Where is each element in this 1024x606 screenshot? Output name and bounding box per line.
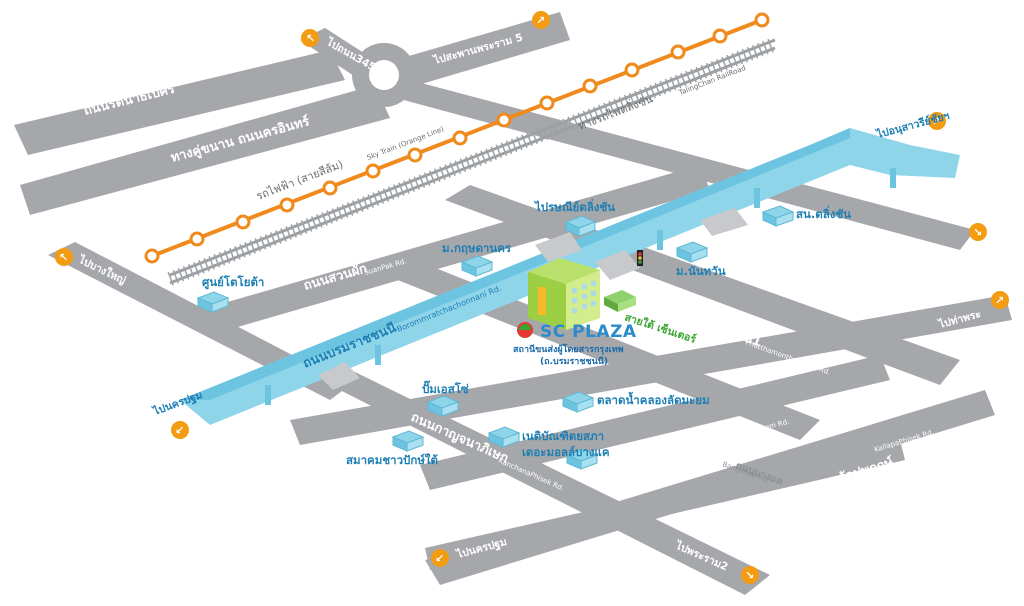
sky-train-label: รถไฟฟ้า (สายสีส้ม) [254,158,345,203]
svg-text:↗: ↗ [932,115,941,128]
label-post-office: ไปรษณีย์ตลิ่งชัน [533,198,615,214]
landmark-boxes [196,205,795,470]
road-name-ratchaphruek-en: Ratchaphruek Rd. [829,270,891,299]
svg-text:↙: ↙ [175,424,184,437]
road-to-rama5 [395,12,570,88]
traffic-light-icon [637,250,643,266]
direction-to-nakhonpathom-left: ↙ ไปนครปฐม [151,388,205,439]
brand-subtitle-2: (ถ.บรมราชชนนี) [540,356,608,367]
svg-text:↘: ↘ [973,226,982,239]
road-rattanathibet [14,50,345,155]
landmark-labels: ไปรษณีย์ตลิ่งชัน สน.ตลิ่งชัน ม.กฤษดานคร … [202,198,851,467]
svg-text:↗: ↗ [995,294,1004,307]
label-south-assoc: สมาคมชาวปักษ์ใต้ [346,453,438,467]
label-ptt: ปั๊มเอสโซ่ [422,380,469,396]
svg-text:↘: ↘ [745,569,754,582]
sky-train-line [144,12,770,264]
label-bar-assoc: เนติบัณฑิตยสภา [522,429,604,443]
svg-text:↖: ↖ [306,32,315,45]
road-name-ratchaphruek: ถนนราชพฤกษ์ [759,239,842,282]
svg-text:↗: ↗ [536,14,545,27]
label-the-mall: เดอะมอลล์บางแค [522,445,610,459]
label-kritsadanakorn: ม.กฤษดานคร [442,241,512,255]
direction-to-victory: ↗ ไปอนุสาวรีย์ชัยฯ [874,109,951,142]
south-line-box [604,290,636,312]
sc-plaza-logo: SC PLAZA สถานีขนส่งผู้โดยสารกรุงเทพ (ถ.บ… [513,322,637,367]
road-suan-phak [200,165,710,335]
svg-text:ไปนครปฐม: ไปนครปฐม [151,388,205,418]
label-floating-market: ตลาดน้ำคลองลัดมะยม [597,391,710,407]
road-kaset-parallel [20,85,390,215]
road-kanchana [330,372,770,595]
brand-name: SC PLAZA [540,322,637,342]
label-nantawan: ม.นันทวัน [676,264,726,278]
sc-plaza-building-icon [528,258,600,330]
road-network [14,12,1012,595]
svg-text:↖: ↖ [59,251,68,264]
talingchan-railroad [167,37,778,286]
brand-subtitle-1: สถานีขนส่งผู้โดยสารกรุงเทพ [513,343,624,355]
road-nakhonpathom-bottom [425,440,905,570]
road-bangyai [48,242,350,400]
road-thapra [290,295,1012,445]
road-petchkasem [420,355,890,490]
svg-text:↙: ↙ [435,552,444,565]
label-toyota: ศูนย์โตโยต้า [202,274,264,290]
roundabout-center [369,60,399,90]
label-talingchan-district: สน.ตลิ่งชัน [796,205,851,221]
road-roundabout-pinklao [385,80,975,250]
